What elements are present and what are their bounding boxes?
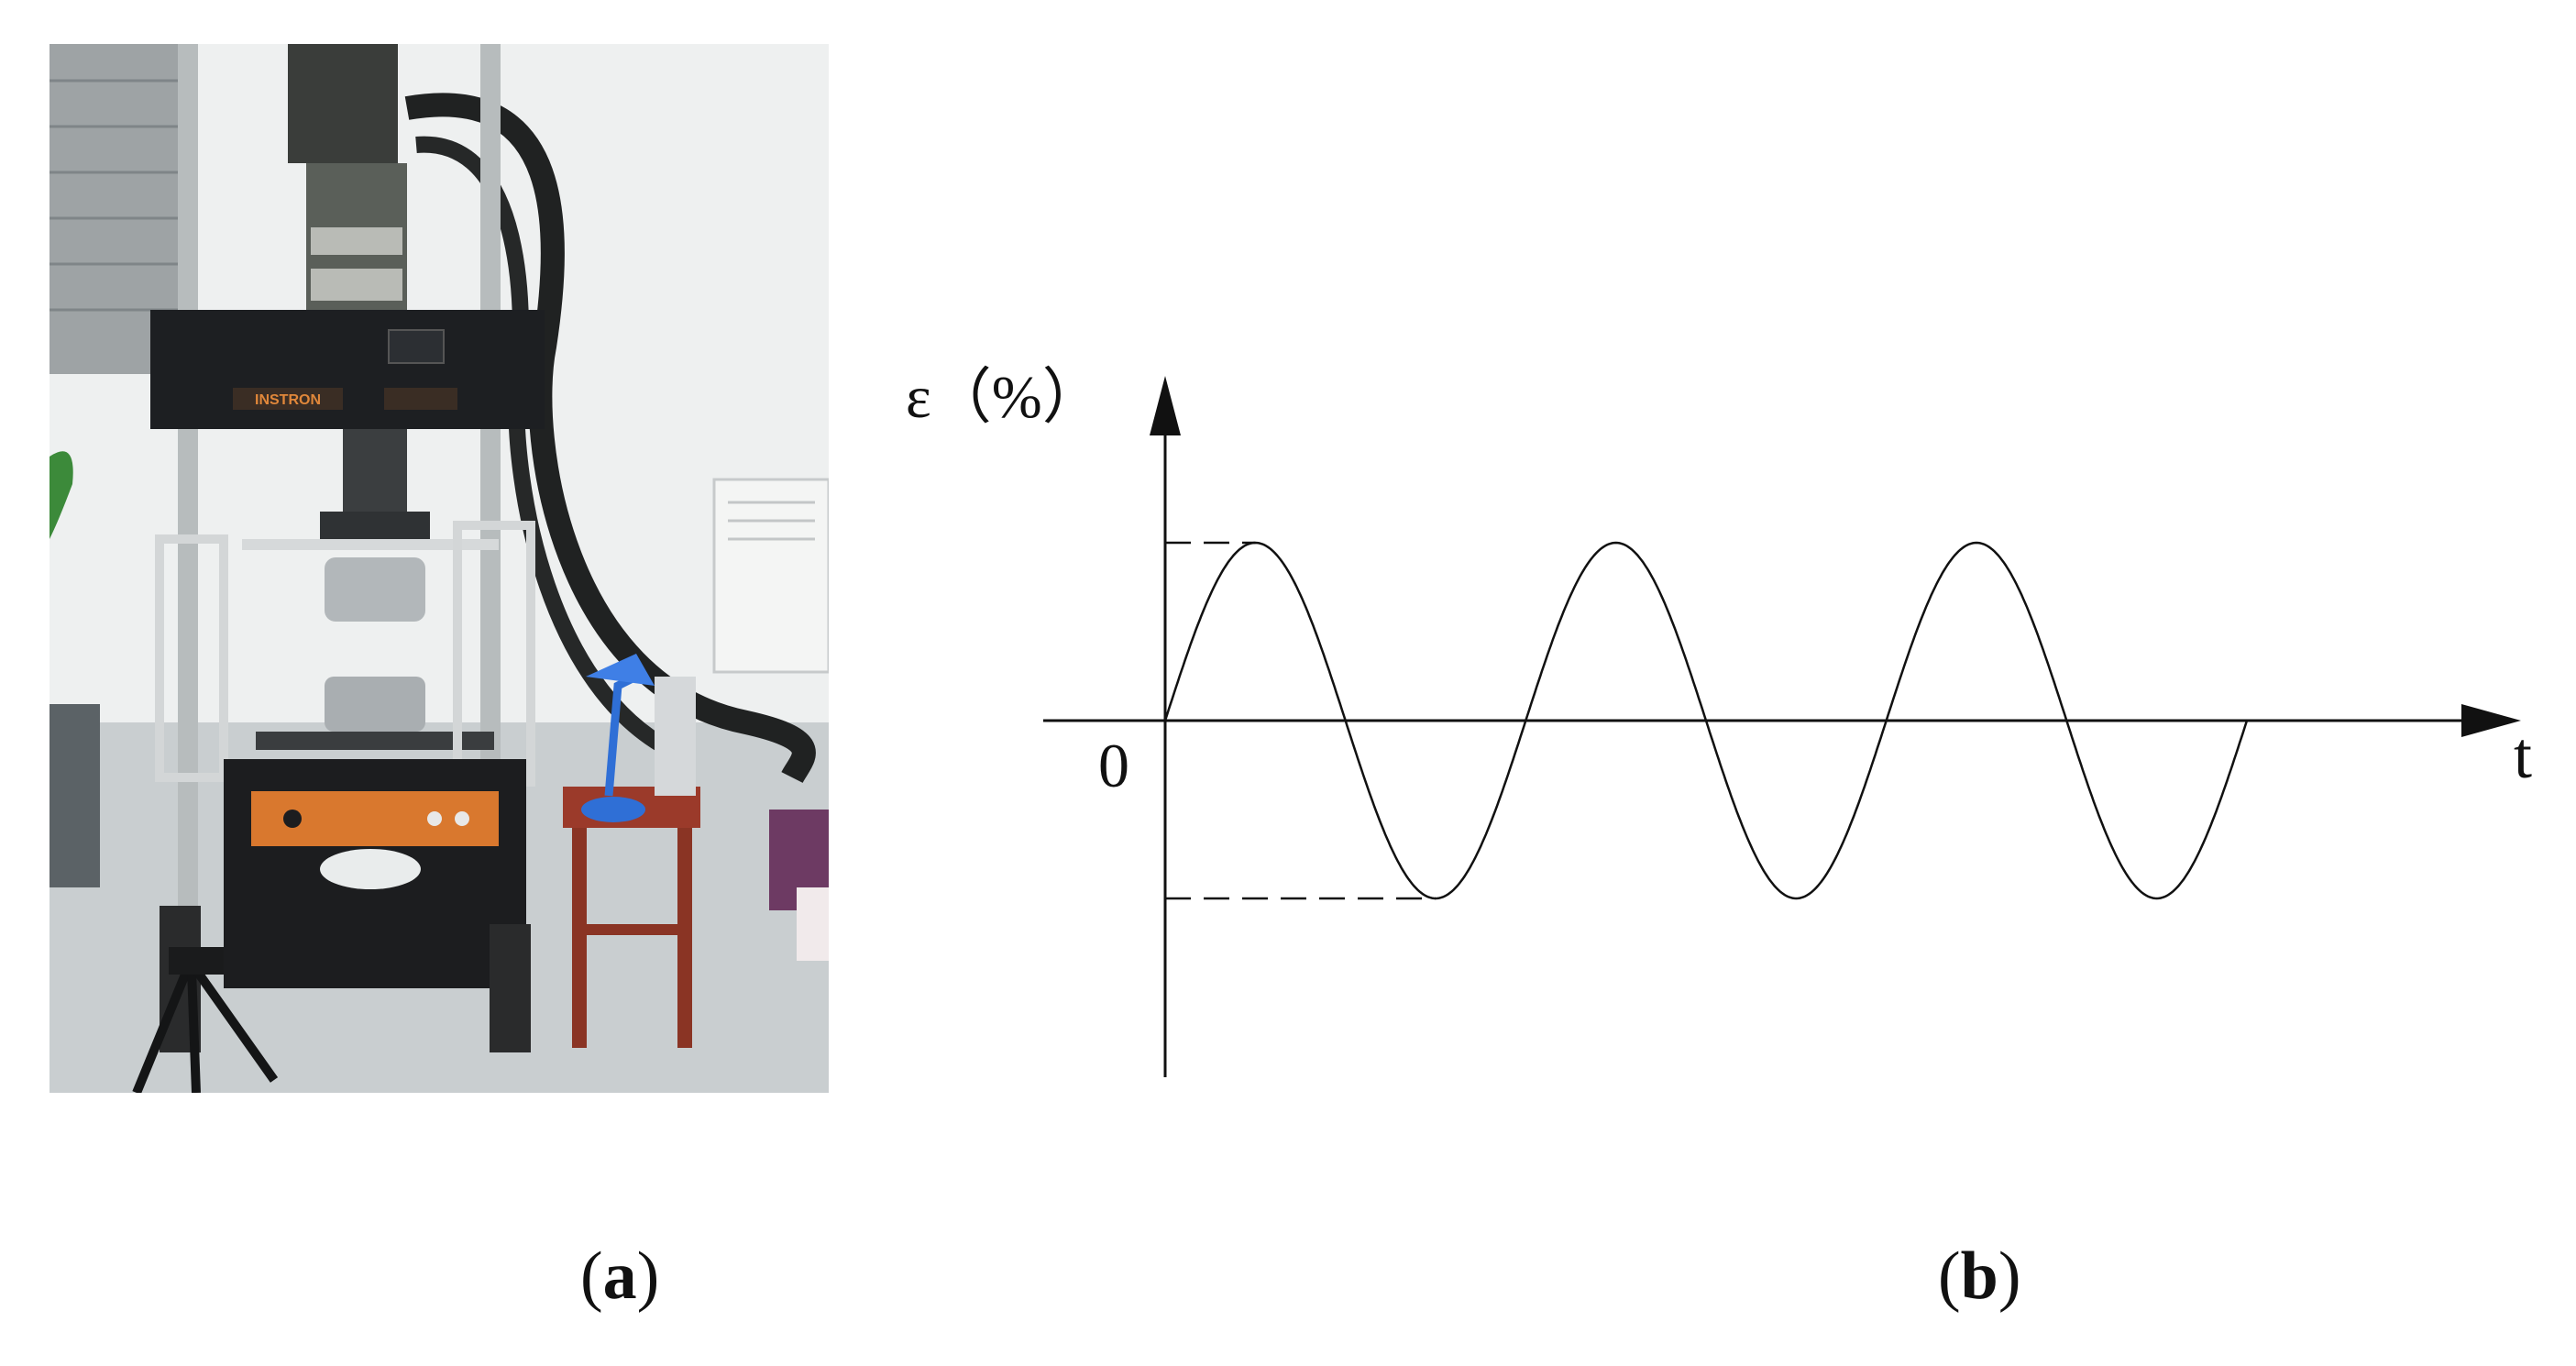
hydraulic-hose bbox=[404, 93, 816, 784]
sensor-tower bbox=[655, 677, 696, 796]
left-column bbox=[178, 44, 198, 970]
x-axis-label: t bbox=[2514, 719, 2532, 792]
upper-platen bbox=[242, 539, 499, 550]
caption-b-letter: b bbox=[1960, 1239, 1998, 1314]
lower-specimen bbox=[325, 677, 425, 732]
sine-wave-series bbox=[1163, 541, 2249, 900]
left-door bbox=[155, 534, 228, 782]
caption-a-letter: a bbox=[602, 1239, 637, 1314]
caption-a-close: ) bbox=[636, 1239, 660, 1314]
brand-label: INSTRON bbox=[255, 392, 321, 408]
caption-b-open: ( bbox=[1938, 1239, 1961, 1314]
dehumidifier bbox=[712, 478, 829, 674]
y-axis-arrow bbox=[1150, 376, 1181, 435]
y-axis-label: ε（%） bbox=[906, 364, 1103, 431]
load-cell bbox=[343, 429, 407, 512]
side-cabinet bbox=[50, 704, 100, 887]
testing-machine-photo: INSTRON bbox=[50, 44, 829, 1093]
lower-platen bbox=[256, 732, 494, 750]
x-axis-arrow bbox=[2461, 704, 2521, 737]
caption-panel-a: (a) bbox=[580, 1238, 659, 1316]
tripod bbox=[132, 967, 279, 1093]
caption-b-close: ) bbox=[1998, 1239, 2021, 1314]
bowl bbox=[320, 849, 421, 889]
caption-a-open: ( bbox=[580, 1239, 603, 1314]
caption-panel-b: (b) bbox=[1938, 1238, 2020, 1316]
plant-leaves bbox=[50, 451, 73, 539]
brand-plate bbox=[233, 388, 343, 410]
upper-specimen bbox=[325, 557, 425, 622]
crosshead bbox=[150, 310, 545, 429]
origin-label: 0 bbox=[1098, 731, 1129, 800]
actuator-upper bbox=[288, 44, 398, 163]
